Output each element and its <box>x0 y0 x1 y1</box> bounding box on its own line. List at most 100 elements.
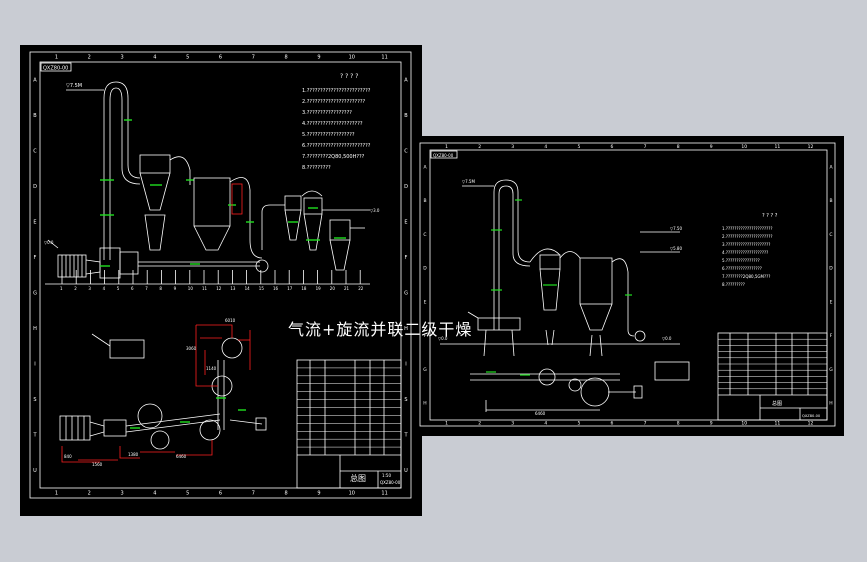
sheet-a-part-number: 5 <box>117 286 120 291</box>
sheet-a-row-label: E <box>404 219 407 225</box>
sheet-a-column-label: 8 <box>285 55 288 61</box>
sheet-a-elev-left: ▽0.0 <box>44 240 54 245</box>
sheet-b-column-label: 2 <box>478 144 481 150</box>
sheet-b-note: 7.????????2Q80,5GM??? <box>722 274 770 279</box>
sheet-a-part-number: 17 <box>287 286 293 291</box>
sheet-a-row-label: H <box>33 326 37 332</box>
sheet-b-code-tag: QXZ80-00 <box>433 153 454 158</box>
sheet-b-row-label: A <box>829 164 833 170</box>
sheet-a-part-number: 4 <box>103 286 106 291</box>
sheet-a-row-label: U <box>33 468 37 474</box>
sheet-a-column-label: 1 <box>55 55 58 61</box>
sheet-b-row-label: E <box>424 299 427 305</box>
sheet-a-title-block-drawing-no: QXZ80-00 <box>380 480 401 485</box>
sheet-a-row-label: C <box>404 148 408 154</box>
sheet-a-title-block-scale: 1:50 <box>382 473 391 478</box>
sheet-a-part-number: 12 <box>216 286 222 291</box>
sheet-b-title-block: 总图 QXZ80-00 <box>717 332 828 421</box>
sheet-b-row-label: D <box>829 266 833 272</box>
sheet-b-cyclone <box>529 248 561 346</box>
sheet-a-note: 2.?????????????????????? <box>302 99 366 105</box>
sheet-b-note: 1.?????????????????????? <box>722 226 773 231</box>
sheet-b-column-label: 12 <box>808 144 814 150</box>
sheet-b-notes: 1.??????????????????????2.??????????????… <box>722 226 773 287</box>
sheet-a-note: 1.???????????????????????? <box>302 88 371 94</box>
sheet-a-secondary-cyclones: ▽3.0 <box>261 190 380 271</box>
sheet-a-feed-system: ▽0.0 <box>44 239 370 285</box>
sheet-a-row-label: S <box>33 397 36 403</box>
sheet-a-part-number: 7 <box>145 286 148 291</box>
sheet-a-part-number: 9 <box>174 286 177 291</box>
sheet-a-column-label: 6 <box>219 55 222 61</box>
sheet-a-elev-right: ▽3.0 <box>370 208 380 213</box>
sheet-b-column-label: 5 <box>577 144 580 150</box>
sheet-b-column-label: 9 <box>710 421 713 427</box>
sheet-a-row-label: S <box>404 397 407 403</box>
sheet-b-row-label: E <box>830 299 833 305</box>
svg-text:6010: 6010 <box>225 318 236 323</box>
sheet-a-part-number: 11 <box>202 286 208 291</box>
sheet-b-row-label: H <box>829 401 832 407</box>
sheet-b-row-label: G <box>829 367 833 373</box>
sheet-b-column-label: 12 <box>808 421 814 427</box>
sheet-b-column-label: 4 <box>544 421 547 427</box>
sheet-b-column-label: 10 <box>741 421 747 427</box>
sheet-a-part-number: 20 <box>330 286 336 291</box>
sheet-b-column-label: 9 <box>710 144 713 150</box>
sheet-a-column-label: 10 <box>349 55 355 61</box>
sheet-a-row-label: T <box>32 432 37 438</box>
sheet-a-part-number: 13 <box>230 286 236 291</box>
sheet-a-column-label: 1 <box>55 491 58 497</box>
sheet-a-note: 3.????????????????? <box>302 110 352 116</box>
sheet-a-column-label: 3 <box>120 55 123 61</box>
sheet-b-column-label: 1 <box>445 144 448 150</box>
sheet-b-column-label: 11 <box>775 421 781 427</box>
sheet-a-note: 7.????????2Q80,500H??? <box>302 154 365 160</box>
sheet-a-column-label: 8 <box>285 491 288 497</box>
sheet-a-row-label: B <box>404 113 408 119</box>
sheet-a-cyclone-1 <box>139 154 194 251</box>
sheet-b-row-label: B <box>423 198 426 204</box>
sheet-b-column-label: 3 <box>511 144 514 150</box>
sheet-a-part-number: 18 <box>301 286 307 291</box>
sheet-a-column-label: 9 <box>317 491 320 497</box>
svg-text:6460: 6460 <box>535 411 546 416</box>
sheet-b-column-label: 10 <box>741 144 747 150</box>
sheet-a-note: 6.???????????????????????? <box>302 143 371 149</box>
sheet-a-elev-top: ▽7.5M <box>66 83 82 89</box>
sheet-a-row-label: U <box>404 468 408 474</box>
sheet-a-label-box <box>109 339 145 359</box>
sheet-a-row-label: D <box>33 184 37 190</box>
sheet-b-row-label: D <box>423 266 427 272</box>
sheet-a-column-label: 2 <box>88 491 91 497</box>
sheet-b-note: 3.????????????????????? <box>722 242 770 247</box>
sheet-a-title-block: 总图 QXZ80-00 1:50 <box>296 359 402 489</box>
sheet-b-note: 6.????????????????? <box>722 266 762 271</box>
sheet-a-row-label: H <box>404 326 408 332</box>
sheet-b-column-label: 1 <box>445 421 448 427</box>
sheet-b-row-label: A <box>423 164 427 170</box>
sheet-a-outer-frame <box>29 51 412 499</box>
svg-text:1140: 1140 <box>206 366 217 371</box>
sheet-b-column-label: 8 <box>677 144 680 150</box>
sheet-a-part-number: 14 <box>245 286 251 291</box>
sheet-b-note: 4.???????????????????? <box>722 250 768 255</box>
sheet-a-background <box>20 45 422 516</box>
sheet-a-row-label: G <box>33 290 37 296</box>
svg-text:840: 840 <box>64 454 72 459</box>
sheet-a-row-label: C <box>33 148 37 154</box>
sheet-b-row-label: C <box>423 232 426 238</box>
sheet-b-row-label: F <box>424 333 427 339</box>
sheet-a-column-label: 2 <box>88 55 91 61</box>
sheet-b-column-label: 6 <box>611 421 614 427</box>
sheet-a-row-label: B <box>33 113 37 119</box>
sheet-a-row-label: D <box>404 184 408 190</box>
sheet-a-row-label: F <box>405 255 408 261</box>
sheet-b-notes-title: ? ? ? ? <box>762 213 778 219</box>
sheet-a-row-label: A <box>33 77 37 83</box>
sheet-a-plan-view: 6010 3060 1140 840 1560 1380 6460 <box>59 318 267 467</box>
